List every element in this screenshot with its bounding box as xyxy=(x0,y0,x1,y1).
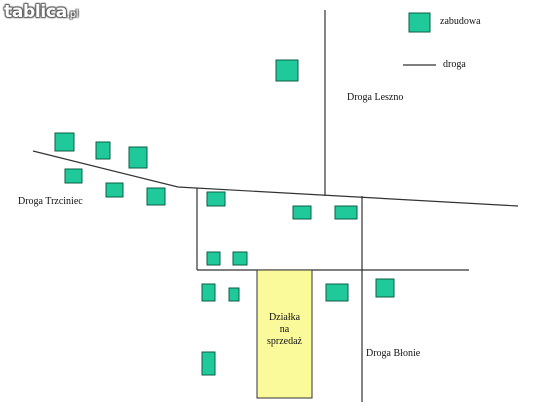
building xyxy=(206,191,226,207)
road-label-trzciniec: Droga Trzciniec xyxy=(18,196,83,207)
building xyxy=(95,141,111,160)
building xyxy=(292,205,312,220)
road-label-blonie: Droga Błonie xyxy=(366,348,421,359)
building xyxy=(325,283,349,302)
building xyxy=(64,168,83,184)
building xyxy=(54,132,75,152)
building xyxy=(105,182,124,198)
legend-road-label: droga xyxy=(443,59,466,70)
watermark-brand: tablica xyxy=(4,2,67,22)
building xyxy=(228,287,240,302)
legend-building-label: zabudowa xyxy=(440,16,481,27)
building xyxy=(275,59,299,82)
building xyxy=(128,146,148,169)
building xyxy=(206,251,221,266)
building xyxy=(232,251,248,266)
road-trzciniec xyxy=(32,150,519,207)
watermark-suffix: .pl xyxy=(66,9,79,20)
building xyxy=(146,187,166,206)
plot-label: Działka na sprzedaż xyxy=(267,312,302,347)
legend-building-swatch xyxy=(408,12,431,33)
building xyxy=(201,283,216,302)
building xyxy=(375,278,395,298)
building xyxy=(334,205,358,220)
road-label-leszno: Droga Leszno xyxy=(347,92,404,103)
plot-for-sale xyxy=(256,269,313,399)
watermark-logo: tablica.pl xyxy=(4,2,79,22)
building xyxy=(201,351,216,376)
